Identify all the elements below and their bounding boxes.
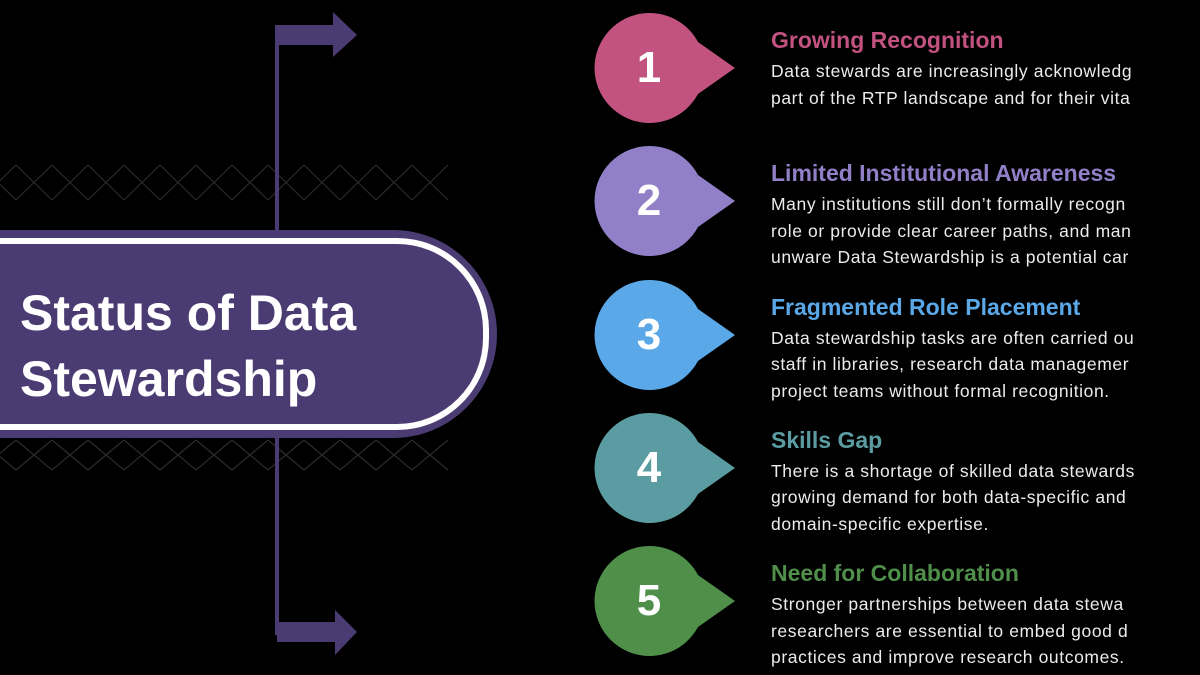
item-description: Data stewards are increasingly acknowled…: [771, 58, 1132, 111]
item-title: Need for Collaboration: [771, 560, 1019, 587]
item-description: There is a shortage of skilled data stew…: [771, 458, 1135, 538]
description-line: researchers are essential to embed good …: [771, 620, 1129, 641]
cross-mark: [159, 164, 197, 201]
item-title: Limited Institutional Awareness: [771, 160, 1117, 187]
cross-mark: [195, 164, 233, 201]
item-description: Data stewardship tasks are often carried…: [771, 325, 1134, 405]
cross-mark: [339, 164, 377, 201]
item-title: Skills Gap: [771, 426, 883, 453]
description-line: role or provide clear career paths, and …: [771, 220, 1132, 241]
description-line: Many institutions still don’t formally r…: [771, 194, 1126, 215]
cross-mark: [195, 439, 233, 471]
description-line: staff in libraries, research data manage…: [771, 354, 1130, 375]
cross-mark: [267, 439, 305, 471]
description-line: part of the RTP landscape and for their …: [771, 87, 1131, 108]
item-number: 4: [636, 442, 662, 492]
item-number: 5: [636, 576, 662, 626]
cross-mark: [0, 439, 17, 471]
cross-mark: [231, 164, 269, 201]
cross-pattern: [0, 164, 449, 471]
title-hub: Status of Data Stewardship: [0, 230, 497, 438]
number-bubble: 5: [590, 544, 740, 658]
number-bubble: 1: [590, 11, 740, 125]
description-line: Data stewardship tasks are often carried…: [771, 327, 1135, 348]
cross-mark: [375, 439, 413, 471]
item-title: Fragmented Role Placement: [771, 293, 1081, 320]
page-title: Status of Data Stewardship: [20, 285, 357, 407]
top-arrow-head: [333, 12, 357, 57]
cross-mark: [267, 164, 305, 201]
description-line: unware Data Stewardship is a potential c…: [771, 247, 1129, 268]
cross-mark: [15, 439, 53, 471]
cross-mark: [303, 164, 341, 201]
cross-mark: [303, 439, 341, 471]
cross-mark: [0, 164, 17, 201]
bottom-arrow-shaft: [277, 622, 337, 642]
item-number: 2: [636, 176, 662, 226]
bottom-arrow-head: [335, 610, 357, 655]
cross-mark: [87, 439, 125, 471]
cross-mark: [51, 439, 89, 471]
cross-mark: [339, 439, 377, 471]
description-line: Data stewards are increasingly acknowled…: [771, 61, 1133, 81]
top-arrow-shaft: [275, 25, 335, 45]
item-description: Stronger partnerships between data stewa…: [771, 591, 1128, 671]
item-description: Many institutions still don’t formally r…: [771, 191, 1131, 271]
cross-mark: [15, 164, 53, 201]
description-line: Stronger partnerships between data stewa: [771, 594, 1124, 615]
description-line: domain-specific expertise.: [771, 513, 989, 534]
cross-mark: [123, 439, 161, 471]
cross-mark: [411, 164, 449, 201]
description-line: There is a shortage of skilled data stew…: [771, 460, 1135, 481]
cross-mark: [411, 439, 449, 471]
cross-mark: [123, 164, 161, 201]
item-number: 1: [636, 43, 662, 92]
cross-mark: [375, 164, 413, 201]
cross-mark: [231, 439, 269, 471]
cross-mark: [87, 164, 125, 201]
item-title: Growing Recognition: [771, 27, 1004, 53]
description-line: practices and improve research outcomes.: [771, 647, 1125, 668]
number-bubble: 4: [590, 411, 740, 525]
cross-mark: [159, 439, 197, 471]
description-line: growing demand for both data-specific an…: [771, 487, 1127, 508]
cross-mark: [51, 164, 89, 201]
number-bubble: 2: [590, 144, 740, 258]
description-line: project teams without formal recognition…: [771, 380, 1110, 401]
item-number: 3: [636, 309, 662, 359]
number-bubble: 3: [590, 278, 740, 392]
